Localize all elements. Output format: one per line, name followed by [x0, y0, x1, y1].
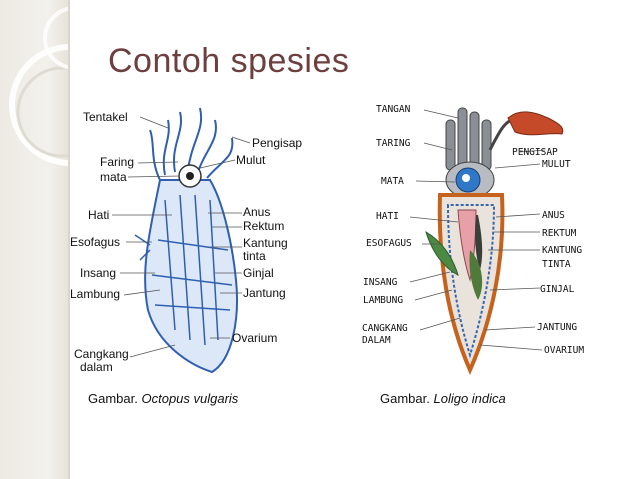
decorative-circles-icon: [9, 6, 68, 166]
squid-gill-right: [469, 250, 483, 300]
squid-label-dalam: DALAM: [362, 335, 391, 346]
octopus-caption-species: Octopus vulgaris: [141, 391, 239, 406]
octopus-organs: [134, 194, 233, 346]
squid-leader-lines: [409, 109, 546, 351]
octopus-label-mulut: Mulut: [236, 153, 266, 167]
squid-label-ginjal: GINJAL: [540, 284, 575, 295]
octopus-caption: Gambar. Octopus vulgaris: [88, 391, 238, 406]
squid-label-ovarium: OVARIUM: [544, 345, 584, 356]
octopus-label-esofagus: Esofagus: [70, 235, 120, 249]
octopus-label-tentakel: Tentakel: [83, 110, 128, 124]
squid-label-mulut: MULUT: [542, 159, 571, 170]
squid-caption-prefix: Gambar.: [380, 391, 430, 406]
squid-gill-left: [425, 230, 459, 276]
octopus-label-faring: Faring: [100, 155, 134, 169]
decorative-sidebar: [0, 0, 68, 479]
octopus-body: [144, 179, 238, 374]
squid-label-lambung: LAMBUNG: [363, 295, 403, 306]
octopus-label-ovarium: Ovarium: [232, 331, 277, 345]
slide-title: Contoh spesies: [108, 42, 350, 80]
octopus-label-tinta: tinta: [243, 249, 266, 263]
octopus-label-hati: Hati: [88, 208, 109, 222]
squid-label-esofagus: ESOFAGUS: [366, 238, 412, 249]
octopus-label-jantung: Jantung: [243, 286, 286, 300]
squid-label-pengisap: PENGISAP: [512, 147, 558, 158]
squid-label-anus: ANUS: [542, 210, 565, 221]
octopus-label-anus: Anus: [243, 205, 270, 219]
squid-label-hati: HATI: [376, 211, 399, 222]
octopus-label-dalam: dalam: [80, 360, 113, 374]
octopus-label-cangkang: Cangkang: [74, 347, 129, 361]
squid-arms: [445, 107, 492, 171]
squid-label-mata: MATA: [381, 176, 404, 187]
octopus-label-pengisap: Pengisap: [252, 136, 302, 150]
squid-caption: Gambar. Loligo indica: [380, 391, 506, 406]
squid-diagram: TANGAN TARING PENGISAP MULUT MATA HATI A…: [362, 104, 584, 375]
squid-sucker-club: [507, 111, 564, 136]
squid-label-jantung: JANTUNG: [537, 322, 577, 333]
squid-label-kantung: KANTUNG: [542, 245, 582, 256]
squid-label-tinta: TINTA: [542, 259, 571, 270]
octopus-label-rektum: Rektum: [243, 219, 284, 233]
octopus-leader-lines: [112, 116, 251, 358]
squid-label-insang: INSANG: [363, 277, 398, 288]
squid-label-rektum: REKTUM: [542, 228, 577, 239]
octopus-label-kantung: Kantung: [243, 236, 288, 250]
sidebar-divider: [68, 0, 70, 479]
squid-caption-species: Loligo indica: [433, 391, 506, 406]
octopus-tentacles: [149, 107, 234, 181]
octopus-label-ginjal: Ginjal: [243, 266, 274, 280]
squid-label-taring: TARING: [376, 138, 411, 149]
octopus-label-lambung: Lambung: [70, 287, 120, 301]
octopus-label-mata: mata: [100, 170, 127, 184]
octopus-diagram: Tentakel Pengisap Faring Mulut mata Hati…: [70, 107, 302, 374]
octopus-label-insang: Insang: [80, 266, 116, 280]
squid-ink-sac: [475, 215, 483, 270]
octopus-caption-prefix: Gambar.: [88, 391, 138, 406]
squid-label-tangan: TANGAN: [376, 104, 411, 115]
squid-label-cangkang: CANGKANG: [362, 323, 408, 334]
